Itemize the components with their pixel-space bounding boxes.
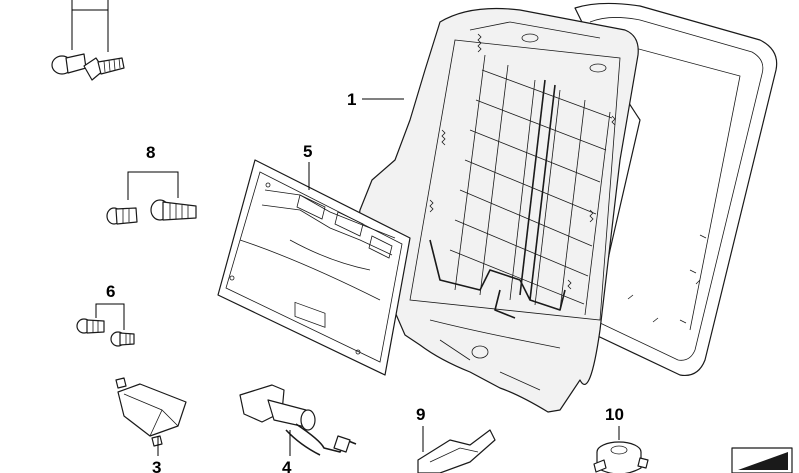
cover-panel-5 [217,159,411,376]
callout-9: 9 [416,405,425,424]
screws-8: 8 [106,143,197,225]
callout-4: 4 [282,458,292,473]
bracket-9: 9 [416,405,496,473]
screws-6: 6 [76,282,135,347]
motor-10: 10 [593,405,649,473]
rivet-and-screw-group [51,0,125,81]
callout-6: 6 [106,282,115,301]
actuator-4: 4 [239,384,357,473]
screw-icon [83,57,125,81]
callout-group-1: 1 [347,90,404,109]
screw-icon [110,331,135,347]
control-module-3: 3 [115,377,187,473]
corner-emblem-icon [731,447,793,473]
callout-10: 10 [605,405,624,424]
callout-1: 1 [347,90,356,109]
frame-wire-mesh [449,54,613,316]
callout-group-5: 5 [303,142,312,190]
backrest-frame [354,7,639,413]
callout-8: 8 [146,143,155,162]
callout-5: 5 [303,142,312,161]
screw-icon [106,207,138,225]
screw-icon [150,199,197,221]
screw-icon [76,318,105,334]
rivet-icon [51,53,87,75]
callout-3: 3 [152,458,161,473]
